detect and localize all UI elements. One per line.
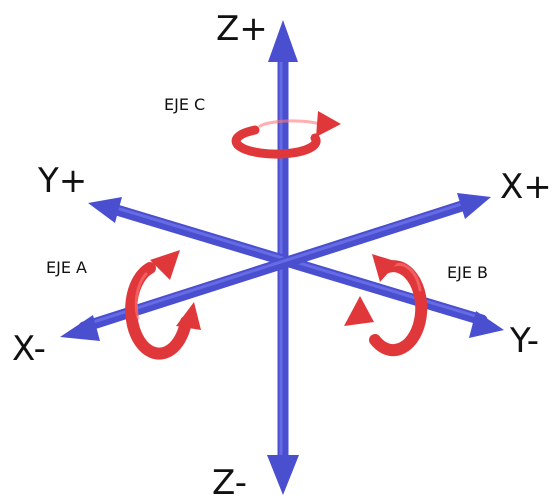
y-plus-arrowhead	[88, 197, 122, 223]
label-z-plus: Z+	[216, 9, 268, 49]
x-axis	[60, 193, 491, 341]
label-z-minus: Z-	[212, 463, 247, 500]
rotation-a-arrow	[125, 250, 201, 360]
z-plus-arrowhead	[268, 20, 298, 62]
y-minus-arrowhead	[469, 311, 504, 338]
label-eje-c: EJE C	[164, 95, 205, 114]
label-y-minus: Y-	[509, 321, 539, 361]
label-y-plus: Y+	[37, 161, 87, 201]
label-x-minus: X-	[12, 329, 46, 369]
rotation-c-arrow	[231, 111, 341, 159]
rotation-b-arrow	[344, 254, 428, 357]
label-eje-a: EJE A	[46, 258, 87, 277]
label-x-plus: X+	[500, 167, 552, 207]
z-minus-arrowhead	[267, 455, 299, 495]
label-eje-b: EJE B	[447, 263, 488, 282]
x-plus-arrowhead	[457, 193, 491, 219]
x-minus-arrowhead	[60, 315, 100, 341]
